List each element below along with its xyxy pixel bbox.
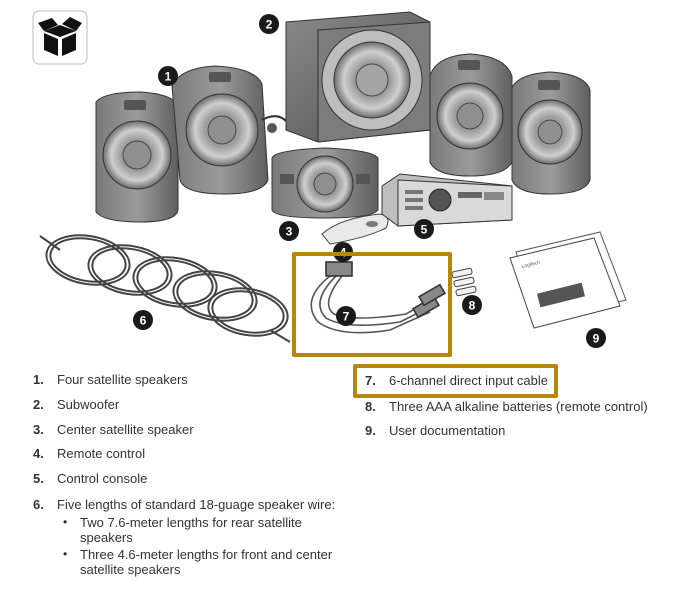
callout-3-text: 3 bbox=[286, 225, 293, 239]
item-number: 4. bbox=[33, 446, 44, 461]
list-item-4: 4. Remote control bbox=[33, 446, 145, 462]
sub-item-line: speakers bbox=[80, 530, 133, 545]
callout-badge-1: 1 bbox=[158, 66, 178, 86]
booklet-text: Logitech bbox=[521, 259, 541, 269]
callout-7-text: 7 bbox=[343, 310, 350, 324]
item-label: Control console bbox=[57, 471, 148, 486]
list-item-3: 3. Center satellite speaker bbox=[33, 422, 194, 438]
satellite-speaker-left-front bbox=[171, 65, 291, 195]
item-number: 2. bbox=[33, 397, 44, 412]
callout-badge-9: 9 bbox=[586, 328, 606, 348]
item-label: Center satellite speaker bbox=[57, 422, 194, 437]
item-number: 5. bbox=[33, 471, 44, 486]
sub-item-1: Two 7.6-meter lengths for rear satellite… bbox=[80, 515, 302, 545]
center-satellite-speaker bbox=[271, 147, 379, 219]
item-label: Five lengths of standard 18-guage speake… bbox=[57, 497, 336, 512]
item-number: 6. bbox=[33, 497, 44, 512]
list-item-9: 9. User documentation bbox=[365, 423, 505, 439]
speaker-wire-coils bbox=[39, 234, 291, 343]
satellite-speaker-right-front bbox=[429, 53, 513, 177]
sub-item-line: satellite speakers bbox=[80, 562, 181, 577]
sub-item-line: Three 4.6-meter lengths for front and ce… bbox=[80, 547, 333, 562]
list-item-1: 1. Four satellite speakers bbox=[33, 372, 188, 388]
package-box-icon bbox=[32, 10, 88, 65]
item-label: Remote control bbox=[57, 446, 146, 461]
list-item-2: 2. Subwoofer bbox=[33, 397, 119, 413]
list-item-7: 7. 6-channel direct input cable bbox=[365, 373, 548, 389]
callout-9-text: 9 bbox=[593, 332, 600, 346]
subwoofer bbox=[285, 11, 431, 143]
callout-badge-3: 3 bbox=[279, 221, 299, 241]
bullet-icon: • bbox=[63, 515, 68, 529]
callout-badge-6: 6 bbox=[133, 310, 153, 330]
satellite-speaker-left-rear bbox=[95, 91, 179, 223]
item-number: 3. bbox=[33, 422, 44, 437]
sub-item-2: Three 4.6-meter lengths for front and ce… bbox=[80, 547, 332, 577]
item-number: 7. bbox=[365, 373, 376, 388]
callout-5-text: 5 bbox=[421, 223, 428, 237]
item7-highlight-box bbox=[353, 364, 558, 398]
item-label: Subwoofer bbox=[57, 397, 120, 412]
list-item-6: 6. Five lengths of standard 18-guage spea… bbox=[33, 497, 335, 513]
list-item-8: 8. Three AAA alkaline batteries (remote c… bbox=[365, 399, 648, 415]
cable-highlight-box bbox=[292, 252, 452, 357]
aaa-batteries bbox=[451, 267, 477, 297]
item-label: Three AAA alkaline batteries (remote con… bbox=[389, 399, 648, 414]
satellite-speaker-right-rear bbox=[511, 71, 591, 195]
callout-badge-2: 2 bbox=[259, 14, 279, 34]
callout-6-text: 6 bbox=[140, 314, 147, 328]
callout-2-text: 2 bbox=[266, 18, 273, 32]
item-label: 6-channel direct input cable bbox=[389, 373, 548, 388]
callout-8-text: 8 bbox=[469, 299, 476, 313]
item-number: 9. bbox=[365, 423, 376, 438]
list-item-5: 5. Control console bbox=[33, 471, 147, 487]
sub-item-line: Two 7.6-meter lengths for rear satellite bbox=[80, 515, 302, 530]
remote-control bbox=[321, 213, 389, 245]
control-console bbox=[381, 173, 513, 227]
callout-badge-8: 8 bbox=[462, 295, 482, 315]
callout-1-text: 1 bbox=[165, 70, 172, 84]
item-number: 8. bbox=[365, 399, 376, 414]
callout-badge-5: 5 bbox=[414, 219, 434, 239]
callout-badge-7: 7 bbox=[336, 306, 356, 326]
bullet-icon: • bbox=[63, 547, 68, 561]
user-documentation-booklets: Logitech bbox=[509, 231, 627, 329]
item-label: User documentation bbox=[389, 423, 506, 438]
item-number: 1. bbox=[33, 372, 44, 387]
direct-input-cable bbox=[310, 261, 446, 334]
item-label: Four satellite speakers bbox=[57, 372, 188, 387]
